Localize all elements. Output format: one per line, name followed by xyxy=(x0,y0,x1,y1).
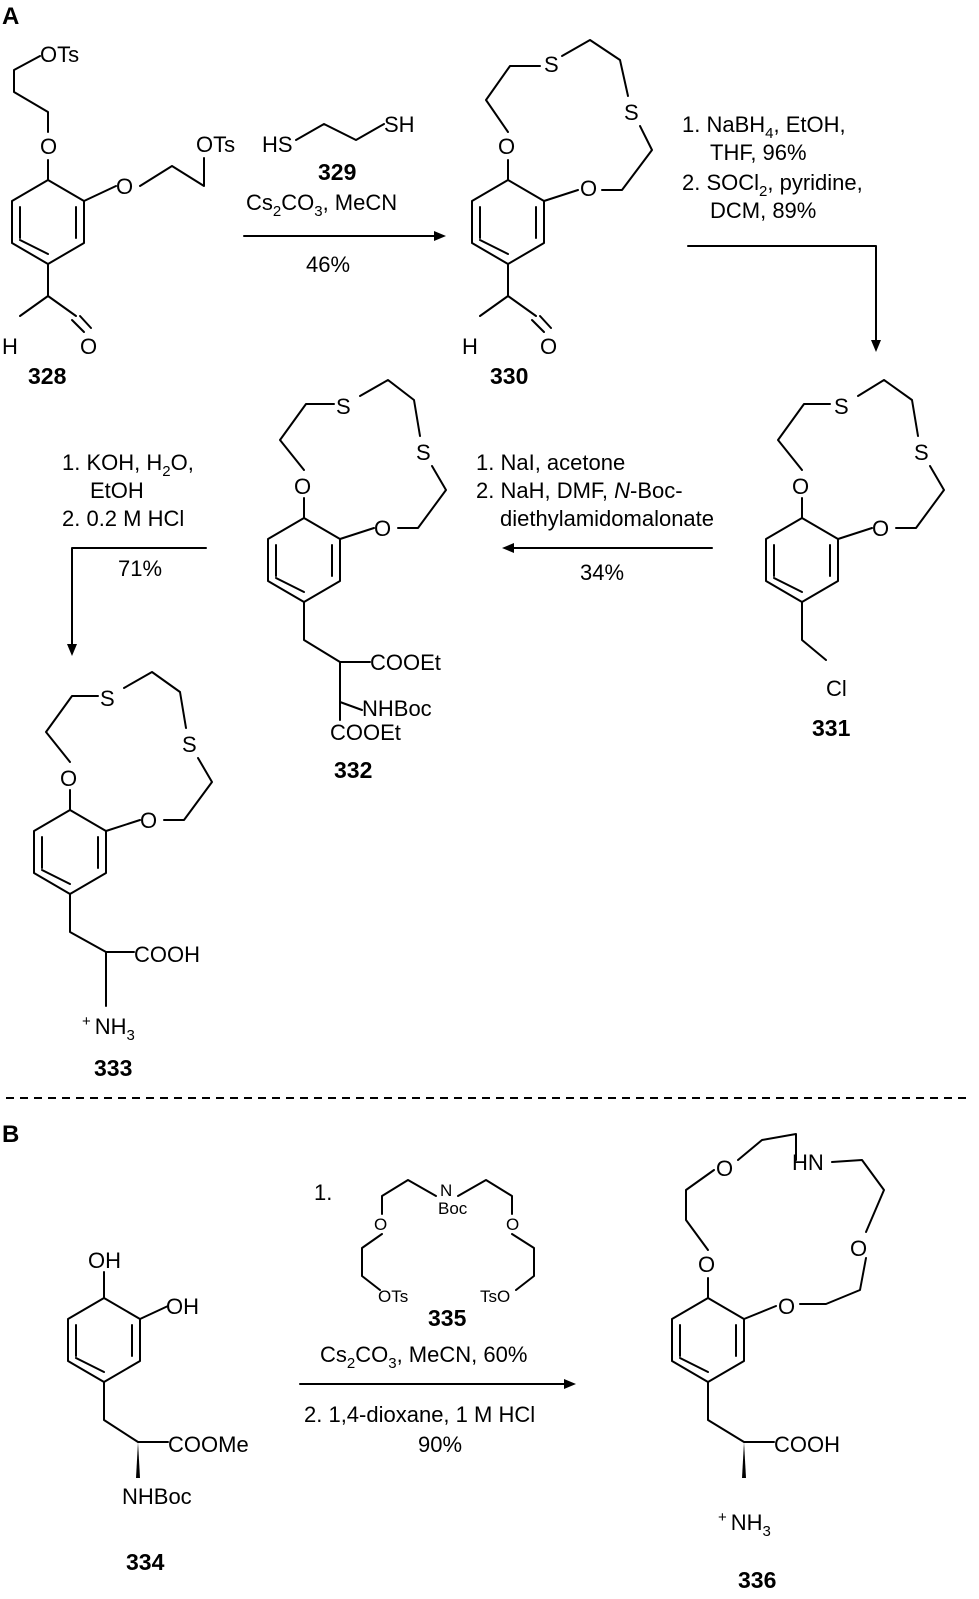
compound-number-333: 333 xyxy=(94,1055,132,1081)
compound-330: S S O O H O 330 xyxy=(462,39,653,389)
step4-line1: 1. KOH, H2O, xyxy=(62,450,194,480)
substituent-coome: COOMe xyxy=(168,1432,249,1457)
atom-o: O xyxy=(80,334,97,359)
atom-s: S xyxy=(182,732,197,757)
step1-reagents: Cs2CO3, MeCN xyxy=(246,190,397,220)
step-5: 1. N Boc O O OTs TsO 335 Cs2CO3, MeCN, 6… xyxy=(299,1179,576,1457)
compound-number-334: 334 xyxy=(126,1549,165,1575)
compound-number-328: 328 xyxy=(28,363,67,389)
step-2: 1. NaBH4, EtOH, THF, 96% 2. SOCl2, pyrid… xyxy=(682,112,881,352)
compound-number-331: 331 xyxy=(812,715,851,741)
compound-number-336: 336 xyxy=(738,1567,776,1593)
arrow-head xyxy=(434,231,446,241)
atom-o: O xyxy=(140,808,157,833)
step2-line3: 2. SOCl2, pyridine, xyxy=(682,170,863,200)
atom-h: H xyxy=(2,334,18,359)
substituent-oh: OH xyxy=(88,1248,121,1273)
atom-h: H xyxy=(462,334,478,359)
compound-331: S S O O Cl 331 xyxy=(765,379,945,741)
atom-o: O xyxy=(792,474,809,499)
atom-hs: HS xyxy=(262,132,293,157)
step5-yield: 90% xyxy=(418,1432,462,1457)
atom-s: S xyxy=(834,394,849,419)
atom-s: S xyxy=(416,440,431,465)
step-4: 1. KOH, H2O, EtOH 2. 0.2 M HCl 71% xyxy=(62,450,207,656)
atom-o: O xyxy=(716,1156,733,1181)
step5-line3: 2. 1,4-dioxane, 1 M HCl xyxy=(304,1402,535,1427)
step-1: HS SH 329 Cs2CO3, MeCN 46% xyxy=(243,112,446,277)
compound-336: O HN O O O COOH +NH3 336 xyxy=(671,1133,885,1593)
atom-s: S xyxy=(544,52,559,77)
atom-n: N xyxy=(440,1181,452,1200)
atom-o: O xyxy=(506,1215,519,1234)
step4-yield: 71% xyxy=(118,556,162,581)
arrow-head xyxy=(502,543,514,553)
stereo-wedge xyxy=(742,1442,746,1478)
atom-o: O xyxy=(116,174,133,199)
atom-o: O xyxy=(60,766,77,791)
compound-number-329: 329 xyxy=(318,159,356,185)
compound-number-335: 335 xyxy=(428,1305,467,1331)
atom-s: S xyxy=(336,394,351,419)
substituent-nh3: +NH3 xyxy=(718,1509,771,1540)
substituent-oh: OH xyxy=(166,1294,199,1319)
step2-line4: DCM, 89% xyxy=(710,198,816,223)
atom-o: O xyxy=(850,1236,867,1261)
step5-line2: Cs2CO3, MeCN, 60% xyxy=(320,1342,527,1372)
atom-o: O xyxy=(778,1294,795,1319)
atom-o: O xyxy=(580,176,597,201)
atom-o: O xyxy=(498,134,515,159)
substituent-cooet: COOEt xyxy=(370,650,441,675)
step3-line1: 1. NaI, acetone xyxy=(476,450,625,475)
atom-o: O xyxy=(374,1215,387,1234)
step2-line2: THF, 96% xyxy=(710,140,807,165)
atom-o: O xyxy=(872,516,889,541)
atom-o: O xyxy=(40,134,57,159)
compound-number-332: 332 xyxy=(334,757,372,783)
atom-ots: OTs xyxy=(40,42,79,67)
step2-line1: 1. NaBH4, EtOH, xyxy=(682,112,846,142)
atom-s: S xyxy=(100,686,115,711)
step-3: 1. NaI, acetone 2. NaH, DMF, N-Boc- diet… xyxy=(476,450,714,585)
atom-hn: HN xyxy=(792,1150,824,1175)
step3-line2: 2. NaH, DMF, N-Boc- xyxy=(476,478,683,503)
compound-333: S S O O COOH +NH3 333 xyxy=(33,671,213,1081)
atom-o: O xyxy=(540,334,557,359)
compound-334: OH OH COOMe NHBoc 334 xyxy=(67,1248,249,1575)
step5-index: 1. xyxy=(314,1180,332,1205)
panel-label-a: A xyxy=(2,3,19,30)
substituent-cooh: COOH xyxy=(774,1432,840,1457)
arrow-head xyxy=(67,644,77,656)
substituent-nh3: +NH3 xyxy=(82,1013,135,1044)
protecting-group-boc: Boc xyxy=(438,1199,468,1218)
atom-o: O xyxy=(698,1252,715,1277)
atom-s: S xyxy=(624,100,639,125)
panel-label-b: B xyxy=(2,1121,19,1148)
stereo-wedge xyxy=(136,1442,140,1478)
atom-sh: SH xyxy=(384,112,415,137)
step3-yield: 34% xyxy=(580,560,624,585)
atom-ots: OTs xyxy=(196,132,235,157)
compound-332: S S O O COOEt NHBoc COOEt 332 xyxy=(267,379,447,783)
compound-328: OTs O O OTs H O 328 xyxy=(2,42,235,389)
arrow-head xyxy=(564,1379,576,1389)
substituent-cooet: COOEt xyxy=(330,720,401,745)
atom-s: S xyxy=(914,440,929,465)
arrow-head xyxy=(871,340,881,352)
atom-o: O xyxy=(374,516,391,541)
step1-yield: 46% xyxy=(306,252,350,277)
step4-line3: 2. 0.2 M HCl xyxy=(62,506,184,531)
substituent-nhboc: NHBoc xyxy=(122,1484,192,1509)
step3-line3: diethylamidomalonate xyxy=(500,506,714,531)
atom-o: O xyxy=(294,474,311,499)
substituent-nhboc: NHBoc xyxy=(362,696,432,721)
substituent-cooh: COOH xyxy=(134,942,200,967)
atom-cl: Cl xyxy=(826,676,847,701)
leaving-group-tso: TsO xyxy=(480,1287,510,1306)
step4-line2: EtOH xyxy=(90,478,144,503)
leaving-group-ots: OTs xyxy=(378,1287,408,1306)
compound-number-330: 330 xyxy=(490,363,528,389)
